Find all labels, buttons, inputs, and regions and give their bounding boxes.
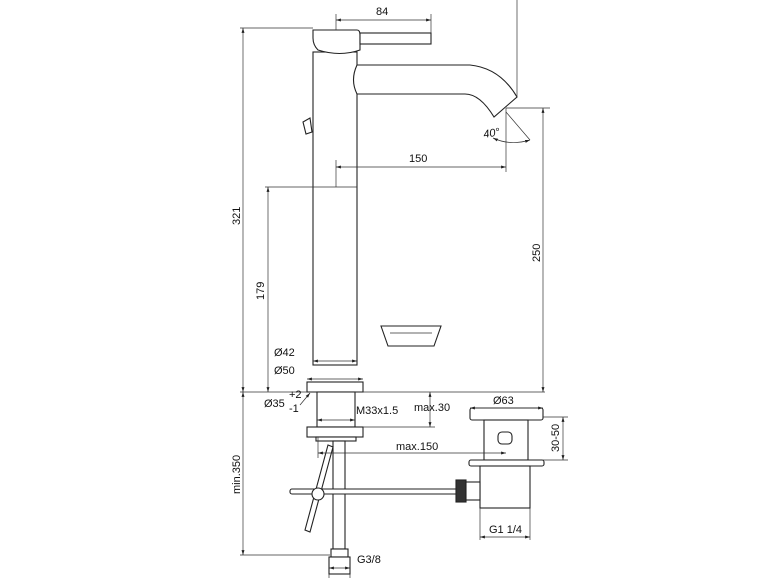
- dim-hole-diameter: Ø35: [264, 398, 285, 410]
- faucet-body: [302, 29, 518, 442]
- dim-max-deck: max.30: [414, 402, 450, 414]
- dim-hole-tol-plus: +2: [289, 389, 302, 401]
- dim-waste-thread: G1 1/4: [489, 524, 522, 536]
- dim-spout-angle: 40°: [482, 126, 501, 141]
- dim-min-depth: min.350: [231, 455, 243, 494]
- supply-hose: [328, 440, 351, 575]
- dim-spout-reach: 150: [409, 153, 427, 165]
- waste-fitting: [455, 407, 545, 509]
- dim-base-diameter: Ø50: [274, 365, 295, 377]
- dim-shank-thread: M33x1.5: [356, 405, 398, 417]
- dim-total-height: 321: [231, 207, 243, 225]
- dim-waste-diameter: Ø63: [493, 395, 514, 407]
- dim-hose-thread: G3/8: [357, 554, 381, 566]
- dim-body-diameter: Ø42: [274, 347, 295, 359]
- dim-waste-height: 30-50: [550, 424, 562, 452]
- dim-handle-reach: 84: [376, 6, 388, 18]
- dimension-lines: [241, 18, 565, 570]
- dim-spout-height: 250: [531, 244, 543, 262]
- dim-body-height: 179: [255, 282, 267, 300]
- dim-max-distance: max.150: [396, 441, 438, 453]
- dim-hole-tol-minus: -1: [289, 403, 299, 415]
- pop-up-rod: [289, 444, 459, 533]
- drain-cover-icon: [380, 325, 442, 347]
